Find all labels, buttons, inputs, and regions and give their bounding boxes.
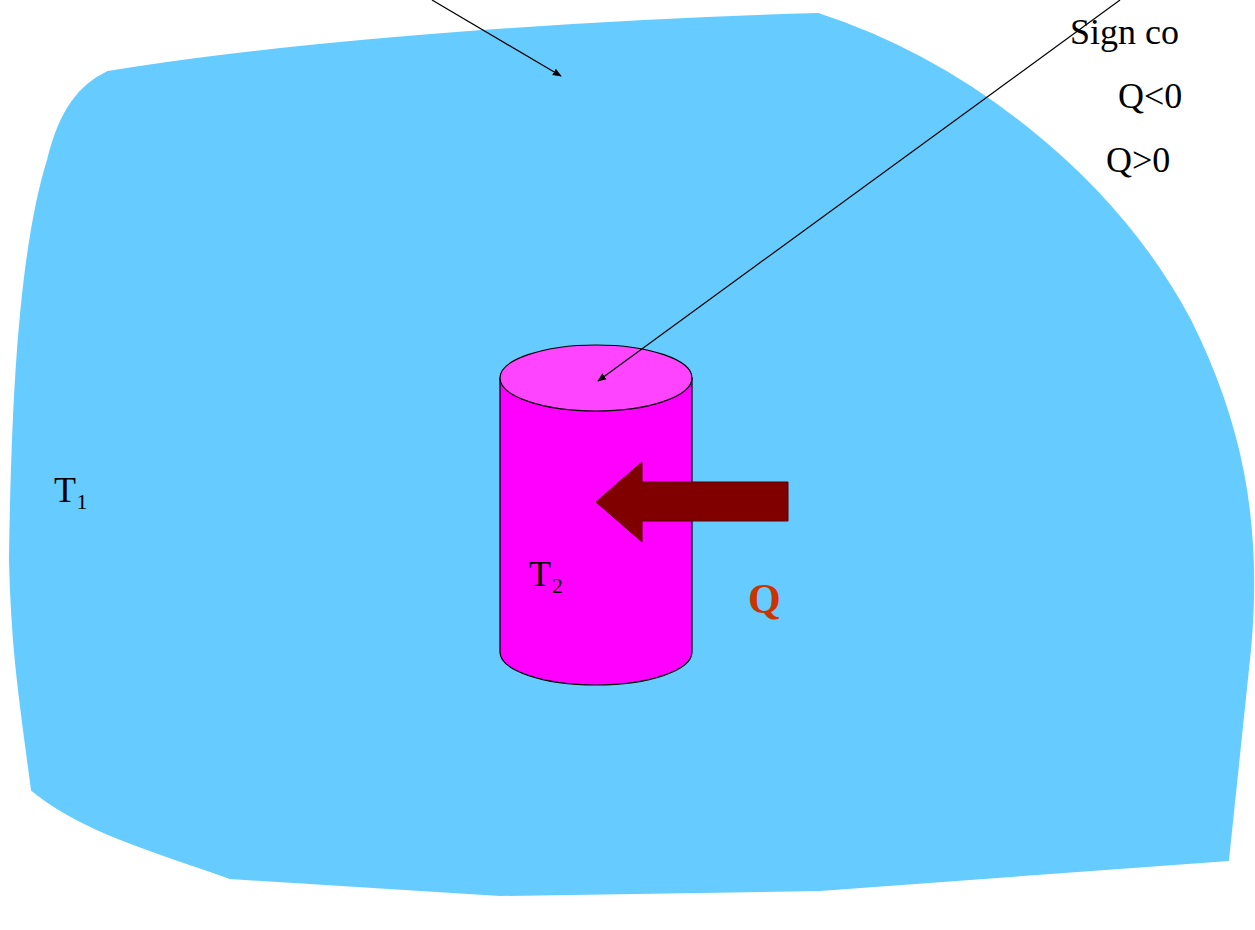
node-label: T₁ bbox=[54, 472, 89, 508]
heat-label: Q bbox=[748, 578, 781, 620]
leader-line bbox=[432, 0, 561, 76]
leader-line bbox=[598, 0, 1120, 381]
note-text: Sign co bbox=[1070, 14, 1179, 50]
note-text: Q<0 bbox=[1118, 78, 1182, 114]
note-text: Q>0 bbox=[1106, 142, 1170, 178]
node-label: T₂ bbox=[529, 556, 564, 592]
system-cylinder: T₂ bbox=[499, 344, 693, 686]
heat-flow-arrow bbox=[596, 462, 788, 542]
system-cylinder-outline bbox=[499, 344, 693, 686]
